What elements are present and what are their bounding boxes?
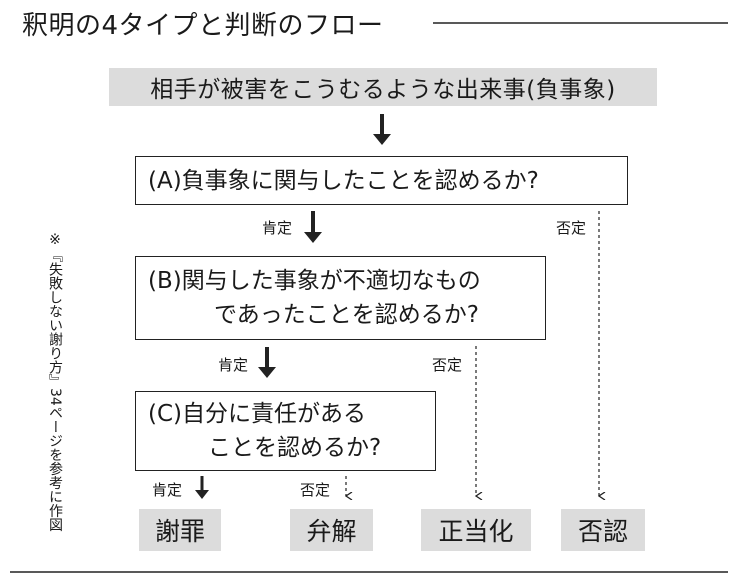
question-c-box: (C)自分に責任がある ことを認めるか? [135,391,436,471]
start-event-label: 相手が被害をこうむるような出来事(負事象) [150,77,616,103]
outcome-justification: 正当化 [421,509,531,551]
outcome-denial: 否認 [561,509,645,551]
arrow-b-yes [258,347,276,378]
outcome-denial-label: 否認 [577,517,628,546]
source-note: ※『失敗しない謝り方』34ページを参考に作図 [47,232,63,532]
arrow-a-yes [304,211,322,243]
edge-label-b-no: 否定 [432,356,463,374]
edge-label-b-yes: 肯定 [218,356,249,374]
edge-label-c-no: 否定 [300,481,331,499]
outcome-apology: 謝罪 [139,509,221,551]
outcome-justification-label: 正当化 [438,517,514,546]
question-a-label: (A)負事象に関与したことを認めるか? [148,167,539,194]
edge-label-a-yes: 肯定 [262,219,293,237]
edge-label-c-yes: 肯定 [152,481,183,499]
question-c-label-line2: ことを認めるか? [208,435,382,461]
start-event-box: 相手が被害をこうむるような出来事(負事象) [109,68,657,106]
question-b-box: (B)関与した事象が不適切なもの であったことを認めるか? [135,256,546,340]
question-b-label-line1: (B)関与した事象が不適切なもの [148,268,481,294]
question-b-label-line2: であったことを認めるか? [214,302,479,328]
arrow-start-to-a [373,114,391,145]
diagram-title: 釈明の4タイプと判断のフロー [22,11,384,41]
outcome-excuse: 弁解 [290,509,373,551]
edge-label-a-no: 否定 [556,219,587,237]
arrow-c-yes [195,476,209,499]
question-a-box: (A)負事象に関与したことを認めるか? [135,156,628,205]
outcome-apology-label: 謝罪 [154,517,205,546]
question-c-label-line1: (C)自分に責任がある [148,401,367,427]
outcome-excuse-label: 弁解 [306,517,357,546]
